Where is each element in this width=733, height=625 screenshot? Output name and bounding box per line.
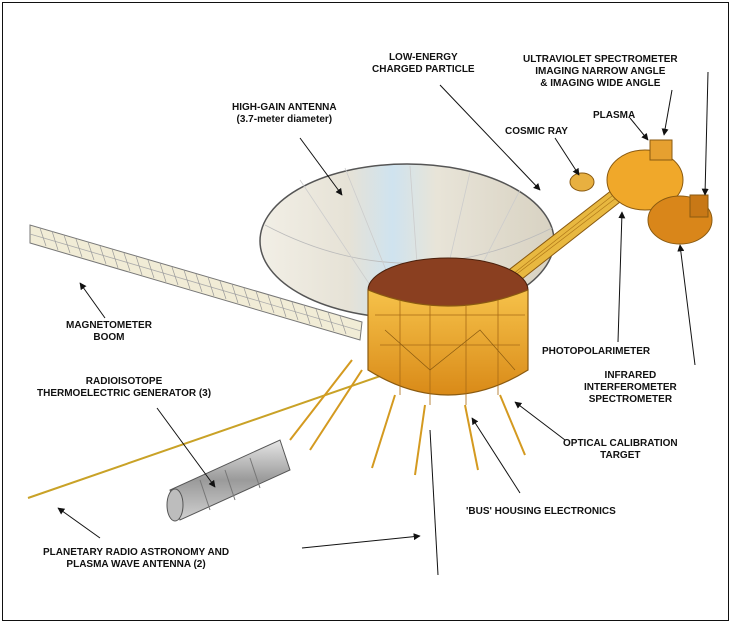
low-energy-line-1: LOW-ENERGY (372, 52, 475, 64)
rtg-line-1: RADIOISOTOPE (37, 376, 211, 388)
bus-housing (368, 258, 528, 405)
hga-line-2: (3.7-meter diameter) (232, 114, 337, 126)
optcal-line-1: OPTICAL CALIBRATION (563, 438, 678, 450)
rtg-label: RADIOISOTOPE THERMOELECTRIC GENERATOR (3… (37, 376, 211, 400)
infrared-interferometer-label: INFRARED INTERFEROMETER SPECTROMETER (584, 370, 677, 406)
uv-line-3: & IMAGING WIDE ANGLE (523, 78, 678, 90)
hga-line-1: HIGH-GAIN ANTENNA (232, 102, 337, 114)
iris-line-1: INFRARED (584, 370, 677, 382)
mag-line-2: BOOM (66, 332, 152, 344)
uv-line-1: ULTRAVIOLET SPECTROMETER (523, 54, 678, 66)
uv-line-2: IMAGING NARROW ANGLE (523, 66, 678, 78)
optical-calibration-label: OPTICAL CALIBRATION TARGET (563, 438, 678, 462)
high-gain-antenna-label: HIGH-GAIN ANTENNA (3.7-meter diameter) (232, 102, 337, 126)
low-energy-charged-particle-label: LOW-ENERGY CHARGED PARTICLE (372, 52, 475, 76)
iris-line-3: SPECTROMETER (584, 394, 677, 406)
mag-line-1: MAGNETOMETER (66, 320, 152, 332)
optcal-line-2: TARGET (563, 450, 678, 462)
magnetometer-boom-label: MAGNETOMETER BOOM (66, 320, 152, 344)
planetary-radio-astronomy-label: PLANETARY RADIO ASTRONOMY AND PLASMA WAV… (43, 547, 229, 571)
cosmic-ray-label: COSMIC RAY (505, 126, 568, 138)
pra-line-1: PLANETARY RADIO ASTRONOMY AND (43, 547, 229, 559)
rtg-line-2: THERMOELECTRIC GENERATOR (3) (37, 388, 211, 400)
rtg-assembly (167, 440, 290, 521)
pra-line-2: PLASMA WAVE ANTENNA (2) (43, 559, 229, 571)
plasma-label: PLASMA (593, 110, 635, 122)
scan-platform (570, 140, 712, 244)
photopolarimeter-label: PHOTOPOLARIMETER (542, 346, 650, 358)
bus-housing-label: 'BUS' HOUSING ELECTRONICS (466, 506, 616, 518)
iris-line-2: INTERFEROMETER (584, 382, 677, 394)
ultraviolet-spectrometer-label: ULTRAVIOLET SPECTROMETER IMAGING NARROW … (523, 54, 678, 90)
low-energy-line-2: CHARGED PARTICLE (372, 64, 475, 76)
